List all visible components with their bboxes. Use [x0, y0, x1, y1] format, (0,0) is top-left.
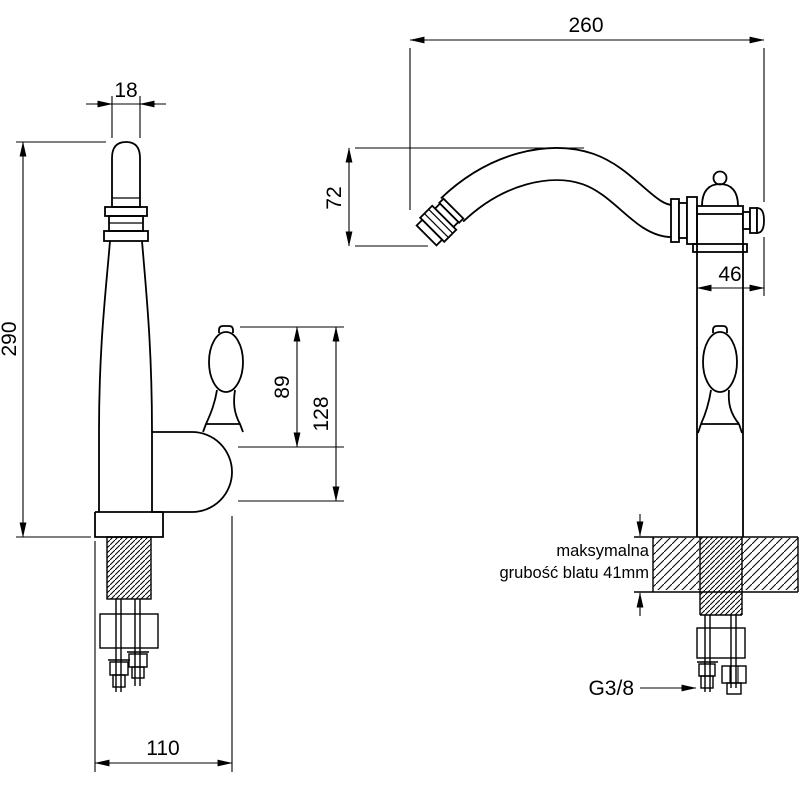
mounting-bracket-side — [696, 627, 746, 659]
side-dimension-labels: 260 72 46 maksymalna grubość blatu 41mm … — [323, 14, 742, 700]
threaded-shank — [106, 536, 152, 600]
side-dimension-lines — [345, 36, 765, 692]
stud-right — [134, 599, 141, 686]
stud-left — [115, 599, 122, 692]
body-depth-dim-label: 46 — [718, 263, 741, 286]
mounting-bracket — [99, 613, 159, 649]
front-dimension-labels: 18 290 89 128 110 — [0, 79, 333, 760]
finial-ball — [712, 170, 728, 186]
cartridge-housing — [151, 431, 233, 513]
body-ring — [692, 243, 748, 253]
extension-lines-spout-width — [111, 96, 141, 138]
side-knob-cap — [756, 207, 765, 234]
spout-tube-inner — [441, 148, 674, 237]
spout-drop-dim-label: 72 — [323, 186, 346, 209]
finial-dome — [701, 183, 739, 207]
countertop-hatch-right — [742, 538, 798, 590]
aerator-outlet — [415, 218, 444, 247]
handle-stem — [202, 389, 244, 433]
extension-lines-base-width — [94, 516, 233, 772]
spout-top-width-dim-label: 18 — [114, 79, 137, 102]
handle-side-top-nub — [712, 325, 728, 333]
side-mounting-hardware — [696, 537, 747, 695]
threaded-shank-side-edges — [699, 537, 743, 616]
front-view: 18 290 89 128 110 — [0, 79, 344, 772]
side-view: 260 72 46 maksymalna grubość blatu 41mm … — [323, 14, 799, 700]
hose-end-right — [131, 666, 145, 679]
handle-side-stem — [697, 389, 743, 434]
bell-ring-outer — [670, 198, 680, 243]
stud-right-side — [730, 615, 737, 688]
handle-top-nub — [218, 325, 234, 333]
handle-to-mid-dim-label: 89 — [271, 375, 294, 398]
finial-collar — [696, 205, 744, 215]
collar-ring-lower — [103, 230, 149, 242]
bell-ring-inner — [686, 196, 698, 245]
side-knob-ring1 — [742, 211, 751, 230]
counter-thickness-note-line2: grubość blatu 41mm — [500, 564, 650, 582]
neck-right-edge — [141, 240, 153, 433]
hex-nut-facets — [729, 666, 739, 683]
side-knob-ring2 — [749, 207, 758, 234]
handle-knob — [208, 331, 244, 393]
extension-lines-total-height — [16, 141, 106, 538]
stud-left-side — [704, 615, 711, 692]
spout-side — [415, 147, 698, 247]
countertop-hatch-left — [653, 538, 699, 590]
threaded-shank-side — [700, 537, 742, 615]
base-plate — [94, 511, 164, 538]
hose-nut-right — [128, 653, 148, 668]
extension-lines-handle-dims — [238, 326, 344, 502]
spout-top — [111, 141, 141, 208]
aerator — [415, 197, 465, 247]
neck-left-edge — [98, 240, 111, 433]
faucet-front-outline — [94, 141, 244, 538]
handle-side-knob — [702, 331, 738, 393]
spout-reach-dim-label: 260 — [568, 14, 603, 37]
hose-end-right-side — [726, 682, 742, 695]
front-mounting-hardware — [99, 536, 159, 692]
spout-bell-fitting — [670, 196, 698, 245]
handle-to-base-dim-label: 128 — [310, 396, 333, 431]
total-height-dim-label: 290 — [0, 321, 21, 356]
thread-size-label: G3/8 — [588, 677, 634, 700]
hex-nut-right-side — [721, 665, 747, 684]
extension-lines-spout-reach — [409, 48, 765, 210]
extension-lines-spout-drop — [355, 147, 584, 247]
bell-ring-mid — [678, 202, 688, 239]
counter-thickness-note-line1: maksymalna — [556, 542, 649, 560]
hose-end-left — [112, 674, 126, 688]
hose-nut-left-side — [698, 663, 716, 677]
aerator-rib-lines — [423, 208, 454, 239]
base-width-dim-label: 110 — [146, 737, 179, 760]
collar-ring-upper — [104, 206, 148, 217]
countertop — [634, 536, 799, 593]
body-side-outline — [692, 170, 765, 537]
hose-end-left-side — [700, 675, 714, 689]
body-side-edges — [696, 214, 744, 537]
hose-nut-left — [109, 661, 129, 676]
front-dimension-lines — [16, 96, 344, 772]
